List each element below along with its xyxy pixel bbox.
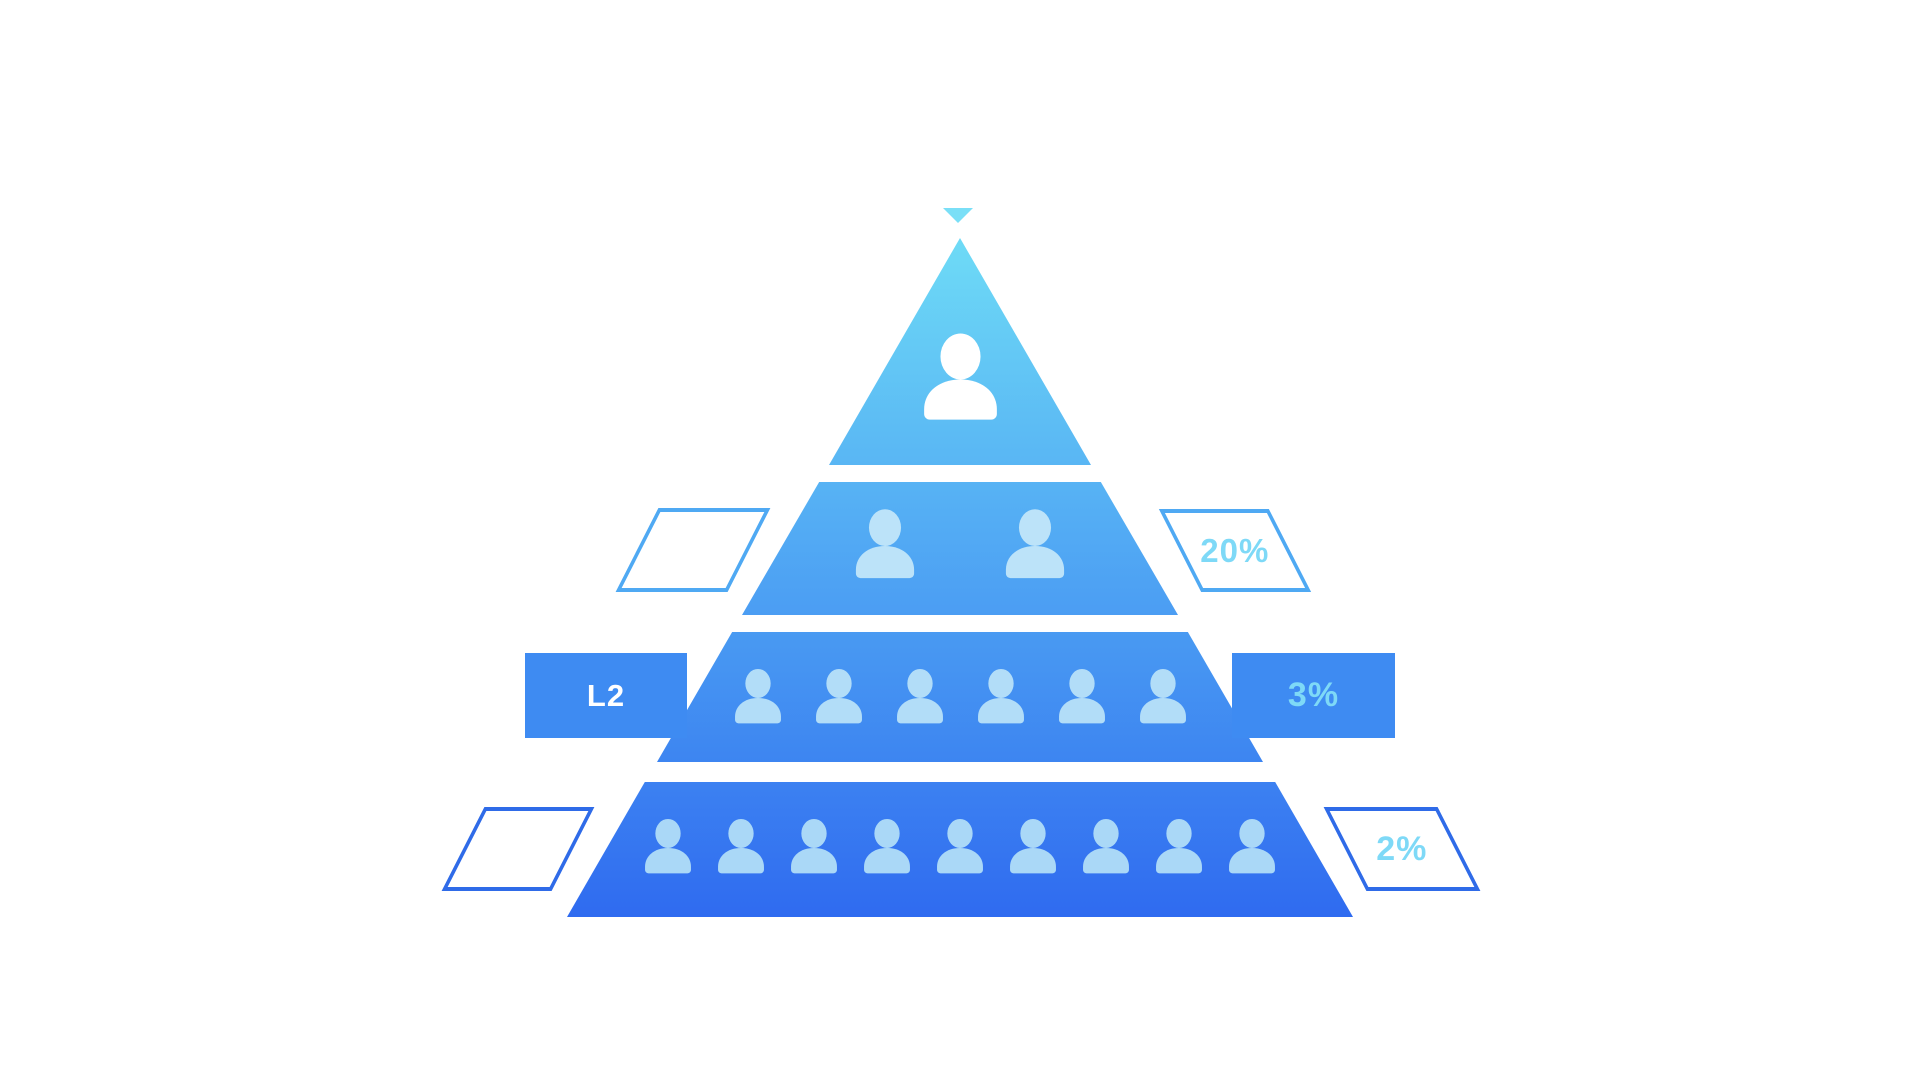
person-icon [855,509,915,579]
person-icon [1058,668,1105,724]
pyramid-level-2 [742,482,1178,615]
down-arrow-icon [943,208,973,223]
level-4-percent-tag: 2% [1323,807,1481,891]
level-2-percent-label: 20% [1200,531,1270,569]
pyramid-level-4 [567,782,1353,917]
person-icon [977,668,1024,724]
person-icon [645,818,691,874]
person-icon [1156,818,1202,874]
pyramid-level-3 [657,632,1263,762]
person-icon [1010,818,1056,874]
level-4-empty-tag [441,807,595,891]
level-4-percent-label: 2% [1376,829,1428,868]
person-icon [1083,818,1129,874]
level-2-percent-tag: 20% [1158,509,1312,592]
pyramid-level-1 [829,238,1091,465]
person-icon [937,818,983,874]
person-icon [734,668,781,724]
person-icon [815,668,862,724]
person-icon [791,818,837,874]
person-icon [1139,668,1186,724]
person-icon [1005,509,1065,579]
level-3-name-label: L2 [586,677,626,713]
person-icon [923,333,997,420]
person-icon [1229,818,1275,874]
level-3-name-tag: L2 [525,653,687,738]
person-icon [718,818,764,874]
person-icon [896,668,943,724]
person-icon [864,818,910,874]
level-3-percent-tag: 3% [1232,653,1395,738]
level-2-empty-tag [615,508,771,592]
level-3-percent-label: 3% [1287,676,1340,714]
